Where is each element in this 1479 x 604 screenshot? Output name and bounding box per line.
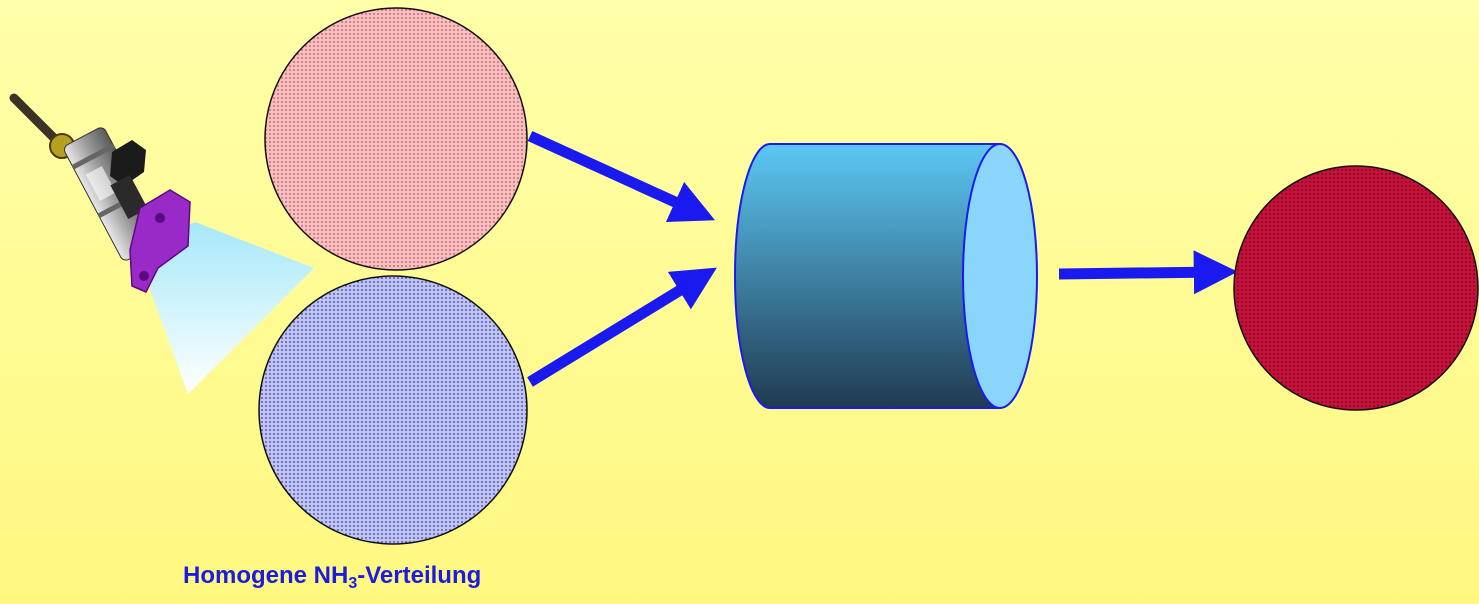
- arrow-mixer-to-result: [1058, 250, 1238, 295]
- caption-subscript: 3: [348, 575, 358, 592]
- caption-suffix: -Verteilung: [357, 562, 482, 589]
- injector-icon: [9, 93, 191, 293]
- caption-homogene-verteilung: Homogene NH3-Verteilung: [183, 562, 482, 592]
- arrow-upper-to-mixer: [527, 130, 716, 222]
- lower-input-circle: [258, 275, 528, 545]
- mixer-cylinder-face: [962, 143, 1038, 409]
- result-circle: [1233, 165, 1479, 411]
- arrow-lower-to-mixer: [527, 267, 717, 387]
- spray-cone: [150, 222, 314, 394]
- upper-input-circle: [264, 7, 528, 271]
- caption-prefix: Homogene NH: [183, 562, 349, 589]
- mixer-cylinder-icon: [734, 143, 1038, 409]
